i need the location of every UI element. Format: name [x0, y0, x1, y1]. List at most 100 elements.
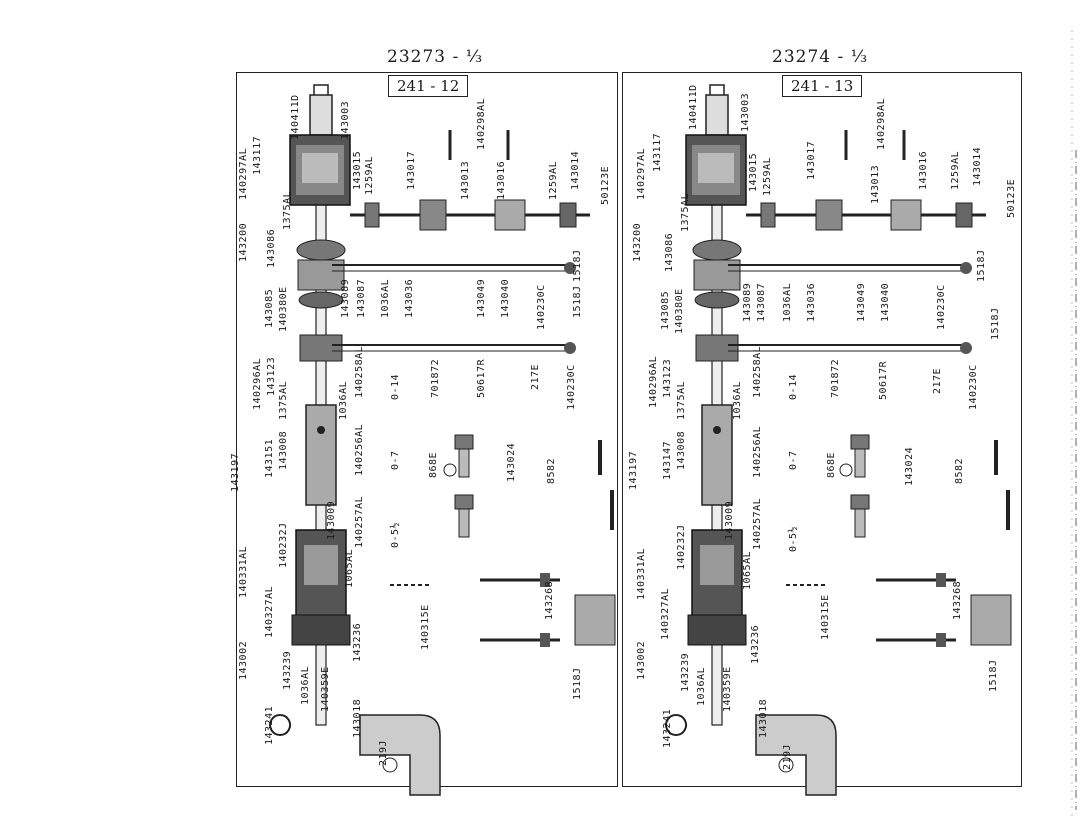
part-label: 143123 [662, 358, 673, 398]
scan-edge-noise [1071, 30, 1077, 820]
part-label: 143016 [496, 160, 507, 200]
part-label: 140380E [278, 286, 289, 332]
part-label: 1259AL [950, 150, 961, 190]
part-label: 143087 [356, 278, 367, 318]
part-label: 143236 [750, 624, 761, 664]
part-label: 140256AL [354, 423, 365, 476]
part-label: 140258AL [752, 345, 763, 398]
page-number: 23274 - ⅓ [772, 47, 869, 67]
part-label: 1375AL [676, 380, 687, 420]
part-label: 140258AL [354, 345, 365, 398]
part-label: 143086 [664, 232, 675, 272]
part-label: 219J [782, 743, 793, 770]
part-label: 140298AL [476, 97, 487, 150]
part-label: 143015 [352, 150, 363, 190]
part-label: 1259AL [762, 156, 773, 196]
part-label: 143014 [570, 150, 581, 190]
part-label: 1375AL [278, 380, 289, 420]
part-label: 143017 [806, 140, 817, 180]
part-label: 1518J [572, 249, 583, 282]
part-label: 1036AL [338, 380, 349, 420]
part-label: 0-14 [788, 373, 799, 400]
part-label: 140380E [674, 288, 685, 334]
part-label: 140331AL [636, 547, 647, 600]
part-label: 140315E [420, 604, 431, 650]
part-label: 1065AL [742, 550, 753, 590]
part-label: 143036 [404, 278, 415, 318]
part-label: 143008 [278, 430, 289, 470]
part-label: 1036AL [300, 665, 311, 705]
part-label: 143085 [264, 288, 275, 328]
part-label: 140297AL [238, 147, 249, 200]
part-label: 143003 [340, 100, 351, 140]
part-label: 701872 [430, 358, 441, 398]
part-label: 140327AL [264, 585, 275, 638]
part-label: 140230C [968, 364, 979, 410]
part-label: 8582 [546, 457, 557, 484]
part-label: 143117 [652, 132, 663, 172]
part-label: 143008 [676, 430, 687, 470]
part-label: 143018 [758, 698, 769, 738]
part-label: 143009 [326, 500, 337, 540]
part-label: 143009 [724, 500, 735, 540]
part-label: 140257AL [354, 495, 365, 548]
part-label: 1259AL [364, 155, 375, 195]
assembly-right [664, 83, 1013, 797]
part-label: 140257AL [752, 497, 763, 550]
part-label: 143241 [662, 708, 673, 748]
part-label: 140359E [320, 666, 331, 712]
part-label: 1036AL [732, 380, 743, 420]
part-label: 143089 [742, 282, 753, 322]
part-label: 143049 [856, 282, 867, 322]
part-label: 1518J [572, 285, 583, 318]
part-label: 140296AL [648, 355, 659, 408]
part-label: 143197 [628, 450, 639, 490]
part-label: 868E [826, 451, 837, 478]
part-label: 143018 [352, 698, 363, 738]
part-label: 143239 [282, 650, 293, 690]
part-label: 143016 [918, 150, 929, 190]
part-label: 1375AL [680, 192, 691, 232]
part-label: 140331AL [238, 545, 249, 598]
part-label: 143014 [972, 146, 983, 186]
part-label: 143002 [636, 640, 647, 680]
part-label: 143049 [476, 278, 487, 318]
reference-box: 241 - 12 [388, 75, 469, 97]
part-label: 143013 [460, 160, 471, 200]
part-label: 143200 [238, 222, 249, 262]
part-label: 143002 [238, 640, 249, 680]
part-label: 143015 [748, 152, 759, 192]
part-label: 140230C [936, 284, 947, 330]
part-label: 140298AL [876, 97, 887, 150]
part-label: 143040 [880, 282, 891, 322]
part-label: 143089 [340, 278, 351, 318]
part-label: 1518J [990, 307, 1001, 340]
part-label: 143024 [506, 442, 517, 482]
part-label: 143085 [660, 290, 671, 330]
part-label: 0-7 [390, 450, 401, 470]
part-label: 143013 [870, 164, 881, 204]
part-label: 143017 [406, 150, 417, 190]
part-label: 140232J [278, 522, 289, 568]
part-label: 143151 [264, 438, 275, 478]
part-label: 140256AL [752, 425, 763, 478]
part-label: 0-7 [788, 450, 799, 470]
part-label: 1375AL [282, 190, 293, 230]
part-label: 1259AL [548, 160, 559, 200]
part-label: 143040 [500, 278, 511, 318]
part-label: 143036 [806, 282, 817, 322]
part-label: 1065AL [344, 548, 355, 588]
part-label: 1036AL [380, 278, 391, 318]
part-label: 143241 [264, 705, 275, 745]
part-label: 217E [932, 367, 943, 394]
part-label: 143268 [544, 580, 555, 620]
part-label: 50123E [1006, 178, 1017, 218]
reference-box: 241 - 13 [782, 75, 863, 97]
part-label: 143239 [680, 652, 691, 692]
part-label: 0-5½ [390, 521, 401, 548]
part-label: 143200 [632, 222, 643, 262]
part-label: 143268 [952, 580, 963, 620]
part-label: 8582 [954, 457, 965, 484]
part-label: 1518J [988, 659, 999, 692]
